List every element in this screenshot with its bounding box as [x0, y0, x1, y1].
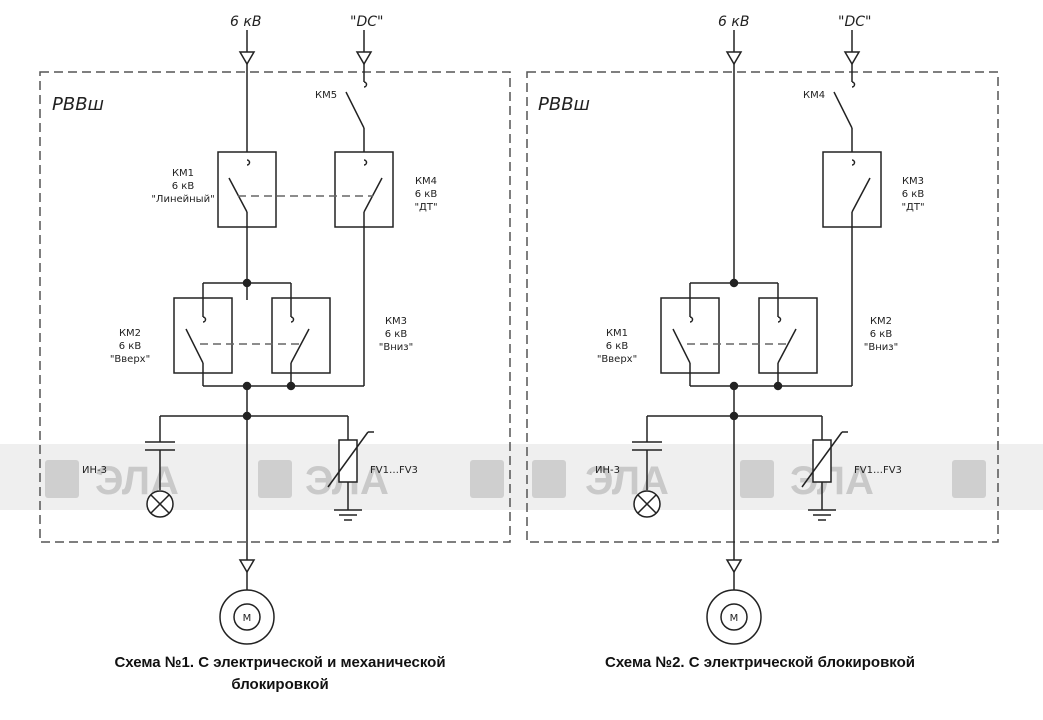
box-label: РВВш: [538, 94, 590, 115]
caption-line-1: Схема №1. С электрической и механической: [114, 654, 446, 671]
km2-contactor: [758, 297, 818, 374]
km1-label-2: 6 кВ: [606, 341, 629, 352]
indicator-lamp: [146, 490, 174, 518]
indicator-lamp: [633, 490, 661, 518]
indicator-label: ИН-3: [595, 465, 620, 476]
dc-terminal: [355, 30, 373, 88]
dc-terminal: [843, 30, 861, 88]
supply-terminal: [725, 30, 743, 283]
motor-label: М: [243, 613, 252, 624]
caption-line-1: Схема №2. С электрической блокировкой: [605, 654, 915, 671]
km3-label-1: КМ3: [385, 316, 407, 327]
motor-symbol: [219, 589, 275, 645]
km1-label-3: "Вверх": [597, 354, 637, 365]
km2-label-1: КМ2: [870, 316, 892, 327]
surge-label: FV1…FV3: [370, 465, 418, 476]
km2-label-1: КМ2: [119, 328, 141, 339]
km3-label-2: 6 кВ: [902, 189, 925, 200]
km2-label-2: 6 кВ: [119, 341, 142, 352]
km3-label-3: "ДТ": [901, 202, 924, 213]
km1-label-3: "Линейный": [151, 194, 214, 205]
dc-label: "DC": [838, 14, 871, 30]
surge-arrester: [338, 439, 358, 483]
km4-label-1: КМ4: [415, 176, 437, 187]
scheme-1-caption: Схема №1. С электрической и механической…: [60, 652, 500, 696]
km1-label-1: КМ1: [172, 168, 194, 179]
supply-label: 6 кВ: [718, 14, 749, 30]
box-label: РВВш: [52, 94, 104, 115]
scheme-2-caption: Схема №2. С электрической блокировкой: [540, 652, 980, 674]
km2-label-2: 6 кВ: [870, 329, 893, 340]
supply-label: 6 кВ: [230, 14, 261, 30]
indicator-label: ИН-3: [82, 465, 107, 476]
motor-label: М: [730, 613, 739, 624]
km3-label-1: КМ3: [902, 176, 924, 187]
supply-terminal: [238, 30, 256, 152]
scheme-1-labels: 6 кВ "DC" РВВш КМ5 КМ1 6 кВ "Линейный" К…: [52, 14, 438, 624]
ground-symbol: [808, 509, 836, 521]
caption-line-2: блокировкой: [231, 676, 329, 693]
km1-label-1: КМ1: [606, 328, 628, 339]
km1-label-2: 6 кВ: [172, 181, 195, 192]
km4-label-2: 6 кВ: [415, 189, 438, 200]
enclosure-box: [526, 71, 999, 543]
dc-label: "DC": [350, 14, 383, 30]
km2-label-3: "Вниз": [864, 342, 898, 353]
km4-label-3: "ДТ": [414, 202, 437, 213]
km2-label-3: "Вверх": [110, 354, 150, 365]
km4-switch: [833, 91, 853, 129]
surge-label: FV1…FV3: [854, 465, 902, 476]
watermark-band: ЭЛА ЭЛА ЭЛА ЭЛА: [0, 444, 1043, 510]
km5-label: КМ5: [315, 90, 337, 101]
motor-symbol: [706, 589, 762, 645]
ground-symbol: [334, 509, 362, 521]
scheme-2: [526, 30, 999, 645]
watermark-text: ЭЛА: [790, 459, 874, 503]
km3-label-3: "Вниз": [379, 342, 413, 353]
km3-label-2: 6 кВ: [385, 329, 408, 340]
km4-label: КМ4: [803, 90, 825, 101]
km5-switch: [345, 91, 365, 129]
surge-arrester: [812, 439, 832, 483]
enclosure-box: [39, 71, 511, 543]
scheme-2-labels: 6 кВ "DC" РВВш КМ4 КМ3 6 кВ "ДТ" КМ1 6 к…: [538, 14, 925, 624]
km3-contactor: [271, 297, 331, 374]
scheme-1: [39, 30, 511, 645]
